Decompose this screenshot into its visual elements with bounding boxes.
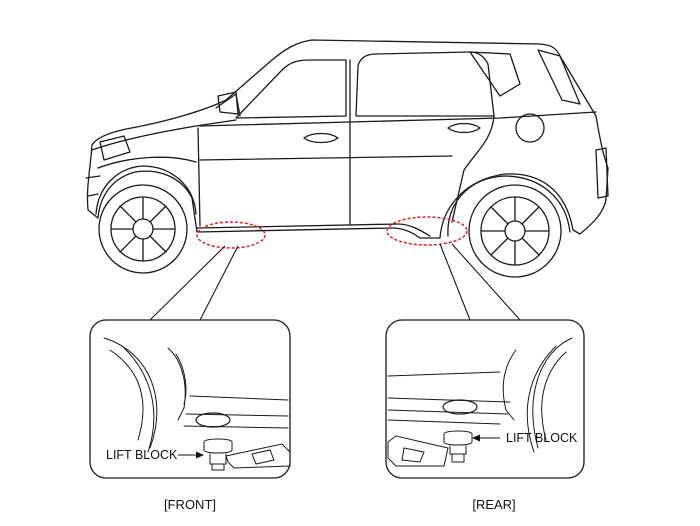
front-lift-block-mark (195, 412, 231, 428)
front-detail-callout: LIFT BLOCK (89, 319, 291, 479)
quarter-window (469, 51, 521, 97)
front-caption: [FRONT] (164, 497, 216, 512)
rear-door-window (355, 51, 495, 117)
rear-side-window (537, 49, 581, 105)
front-lift-block-pointer (178, 451, 204, 459)
front-detail-fender (167, 347, 187, 421)
front-detail-tire (103, 337, 158, 453)
hood-line (91, 119, 237, 151)
callout-leaders (149, 243, 521, 321)
rear-detail-callout: LIFT BLOCK (385, 319, 585, 479)
vehicle-body-outline (86, 39, 609, 239)
front-wheel-arch (95, 165, 197, 215)
front-jack-arm (225, 443, 291, 469)
front-door-handle (303, 132, 339, 144)
rear-detail-fender (502, 349, 517, 421)
rear-detail-frame (385, 319, 585, 479)
front-detail-frame (89, 319, 291, 479)
rear-detail-tire (526, 337, 573, 453)
rear-wheel (468, 184, 562, 278)
front-door-seam (197, 127, 201, 227)
front-wheel (98, 184, 188, 274)
rear-jack-arm (387, 435, 449, 467)
rear-caption: [REAR] (472, 497, 515, 512)
body-crease (199, 155, 453, 161)
fuel-door (515, 113, 545, 143)
front-leader-line (149, 245, 239, 321)
rear-lift-point-highlight (386, 216, 468, 246)
rear-door-handle (447, 122, 481, 134)
rear-lift-block-mark (442, 399, 478, 415)
rear-leader-line (439, 243, 521, 321)
front-lift-point-highlight (196, 221, 266, 249)
rear-lift-block-label: LIFT BLOCK (506, 431, 578, 445)
rear-door-seam (451, 115, 495, 223)
rear-wheel-arch (447, 175, 571, 237)
front-lift-block (203, 438, 233, 471)
side-sill (196, 223, 431, 237)
front-fender-line (97, 156, 197, 169)
front-door-window (235, 59, 347, 119)
bumper-line (85, 175, 101, 197)
belt-line (199, 111, 597, 127)
rear-lift-block-pointer (472, 434, 500, 442)
front-lift-block-label: LIFT BLOCK (106, 448, 178, 462)
vehicle-side-view (85, 39, 609, 278)
side-mirror (217, 91, 239, 115)
headlight (99, 135, 131, 161)
rear-lift-block (443, 430, 473, 463)
rear-detail-sill (387, 371, 511, 425)
tail-light (595, 147, 609, 199)
